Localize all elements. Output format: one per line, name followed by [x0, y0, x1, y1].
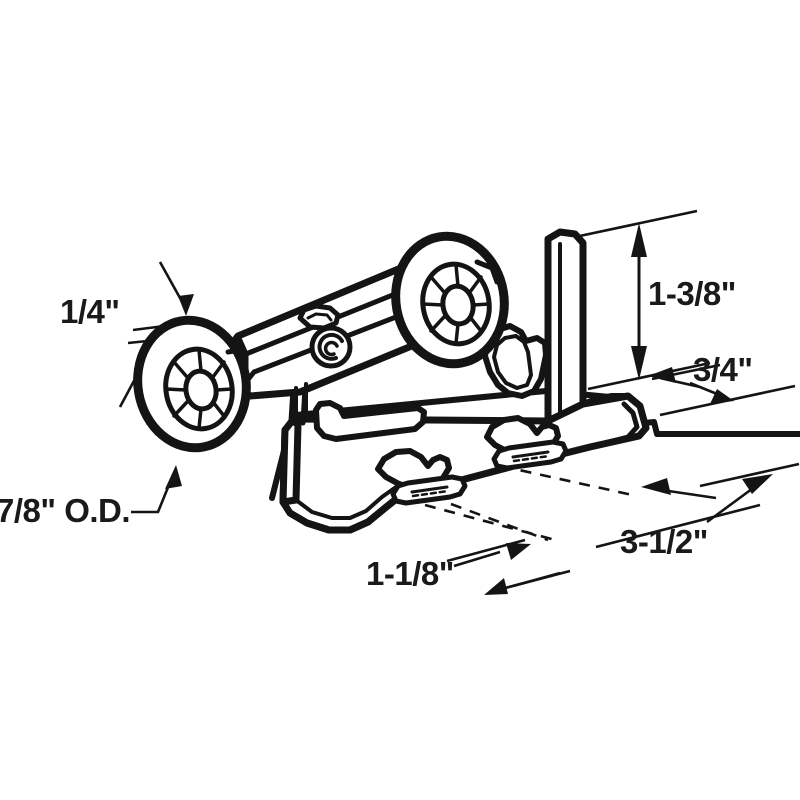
arm-boss [297, 303, 341, 331]
mounting-bracket [269, 228, 800, 534]
length-arrow-right [742, 474, 773, 494]
length-dash-lower [450, 502, 549, 542]
rear-roller-wheel [391, 231, 509, 369]
arm-boss-inner [306, 312, 333, 322]
slot-hole-rear-inner [511, 450, 550, 459]
bracket-front-skirt-inner [294, 485, 398, 520]
width-arrow-upper [506, 543, 531, 560]
od-leader-arrow [165, 465, 182, 489]
dim-label-bracket-width: 1-1/8" [366, 555, 454, 592]
front-roller-wheel [133, 315, 251, 453]
dim-label-bracket-offset: 3/4" [693, 351, 753, 388]
length-ext-lower [595, 503, 761, 549]
rear-wheel-axle-shoulder [474, 259, 500, 285]
bracket-flange-right [544, 228, 587, 425]
width-arrow-lower [484, 578, 508, 595]
spring-latch [482, 323, 549, 399]
length-arrow-left [641, 478, 671, 495]
bracket-left-wall [279, 417, 302, 506]
offset-arrow-lower [710, 389, 734, 404]
pivot-rivet-inner [317, 332, 344, 361]
bracket-front-skirt [286, 492, 404, 534]
od-leader-line [131, 474, 175, 514]
dim-label-wheel-od: 7/8" O.D. [0, 492, 130, 529]
height-ext-top [574, 209, 698, 239]
pivot-rivet-core [323, 340, 339, 357]
front-wheel-bore [183, 368, 219, 412]
height-arrow-bottom [631, 346, 647, 380]
rear-wheel-bore [440, 283, 476, 327]
offset-arrow-upper [648, 367, 676, 383]
width-dash [424, 503, 560, 543]
bracket-right-lip [587, 401, 640, 450]
front-wheel-axle-shoulder [225, 347, 249, 363]
dimension-labels: 1/4" 7/8" O.D. 1-3/8" 3/4" 3-1/2" 1-1/8" [0, 275, 753, 592]
slot-hole-front-shadow [411, 489, 450, 498]
height-arrow-top [631, 223, 647, 257]
length-ext-upper [699, 462, 800, 488]
dim-label-bracket-length: 3-1/2" [620, 523, 708, 560]
slot-hole-rear-shadow [512, 454, 551, 463]
dim-label-bracket-height: 1-3/8" [648, 275, 736, 312]
slot-hole-front-inner [410, 485, 449, 494]
rear-wheel-spokes [421, 263, 491, 345]
dim-label-wheel-thickness: 1/4" [60, 293, 120, 330]
length-dash-upper [500, 464, 638, 498]
front-wheel-spokes [164, 348, 234, 430]
spring-latch-inner [492, 334, 533, 390]
width-dim-line-lower [512, 571, 561, 588]
width-dim-line-upper [453, 550, 501, 568]
quarter-inch-arrow-upper [178, 294, 194, 316]
bracket-rear-top-edge [580, 393, 631, 407]
bracket-shelf-rear [313, 400, 427, 442]
